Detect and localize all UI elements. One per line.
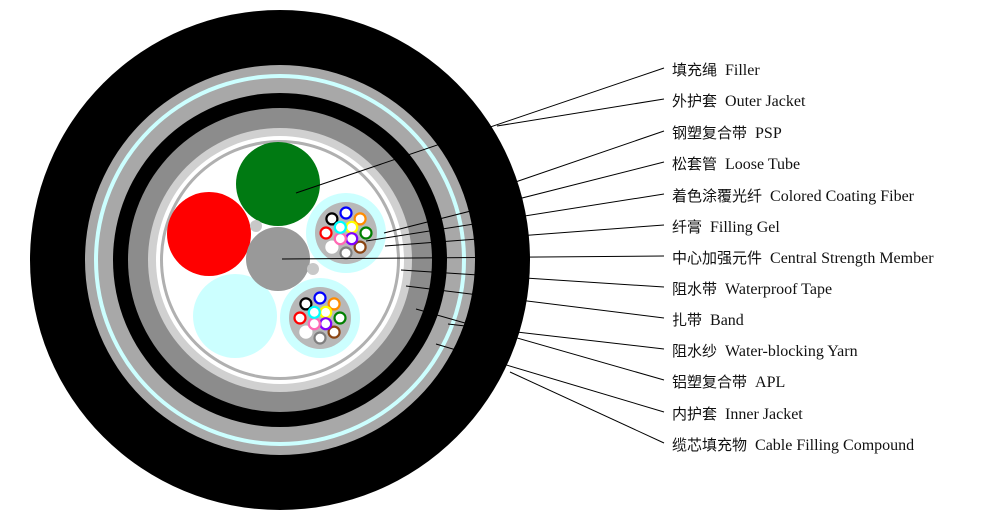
colored-fiber — [333, 232, 347, 246]
label-zh: 阻水纱 — [672, 342, 718, 360]
label-en: Water-blocking Yarn — [725, 343, 858, 360]
label-zh: 钢塑复合带 — [672, 124, 748, 142]
label-zh: 缆芯填充物 — [672, 436, 748, 454]
colored-fiber — [319, 317, 333, 331]
label-en: Central Strength Member — [770, 250, 934, 267]
loose-tube-lower — [280, 278, 360, 358]
leader-line-3 — [465, 130, 665, 200]
label-zh: 扎带 — [672, 311, 703, 329]
label-central-strength-member: 中心加强元件 Central Strength Member — [672, 249, 934, 268]
label-inner-jacket: 内护套 Inner Jacket — [672, 405, 803, 424]
colored-fiber — [327, 297, 341, 311]
label-en: Inner Jacket — [725, 406, 803, 423]
colored-fiber — [293, 311, 307, 325]
label-zh: 中心加强元件 — [672, 249, 763, 267]
colored-fiber — [325, 240, 339, 254]
leader-line-13 — [509, 371, 665, 444]
label-apl: 铝塑复合带 APL — [672, 373, 785, 392]
leader-line-7 — [281, 255, 665, 260]
loose-tubes — [280, 193, 386, 358]
loose-tube-upper — [306, 193, 386, 273]
label-zh: 纤膏 — [672, 218, 703, 236]
label-water-blocking-yarn: 阻水纱 Water-blocking Yarn — [672, 342, 858, 361]
label-colored-coating-fiber: 着色涂覆光纤 Colored Coating Fiber — [672, 187, 914, 206]
colored-fiber — [319, 226, 333, 240]
label-en: Waterproof Tape — [725, 281, 833, 298]
label-en: Outer Jacket — [725, 93, 806, 110]
colored-fiber — [353, 212, 367, 226]
label-en: PSP — [755, 125, 782, 142]
leader-line-4 — [383, 161, 665, 234]
leader-line-11 — [415, 308, 665, 381]
small-filler-right — [307, 263, 319, 275]
leader-lines — [281, 67, 665, 444]
small-filler-top — [250, 220, 262, 232]
label-en: Filler — [725, 62, 760, 79]
colored-fiber — [333, 220, 347, 234]
colored-fiber — [313, 331, 327, 345]
label-cable-filling-compound: 缆芯填充物 Cable Filling Compound — [672, 436, 914, 455]
colored-fiber — [339, 246, 353, 260]
label-zh: 铝塑复合带 — [672, 373, 748, 391]
central-strength-member — [246, 227, 310, 291]
colored-fiber — [319, 305, 333, 319]
leader-line-5 — [365, 193, 665, 242]
colored-fiber — [299, 297, 313, 311]
label-zh: 着色涂覆光纤 — [672, 187, 763, 205]
colored-fiber — [333, 311, 347, 325]
leader-line-12 — [435, 343, 665, 413]
filler-green — [236, 142, 320, 226]
label-zh: 外护套 — [672, 92, 718, 110]
label-en: Band — [710, 312, 744, 329]
colored-fiber — [359, 226, 373, 240]
core-elements — [167, 142, 320, 358]
filler-red — [167, 192, 251, 276]
colored-fiber — [299, 325, 313, 339]
colored-fiber — [325, 212, 339, 226]
label-filler: 填充绳 Filler — [672, 61, 760, 80]
leader-line-1 — [295, 67, 665, 194]
label-band: 扎带 Band — [672, 311, 744, 330]
label-zh: 阻水带 — [672, 280, 718, 298]
colored-fiber — [345, 220, 359, 234]
colored-fiber — [307, 317, 321, 331]
leader-line-8 — [400, 269, 665, 288]
colored-fiber — [339, 206, 353, 220]
colored-fiber — [313, 291, 327, 305]
label-en: Colored Coating Fiber — [770, 188, 914, 205]
label-zh: 松套管 — [672, 155, 718, 173]
label-filling-gel: 纤膏 Filling Gel — [672, 218, 780, 237]
label-en: APL — [755, 374, 786, 391]
label-loose-tube: 松套管 Loose Tube — [672, 155, 800, 174]
leader-line-6 — [384, 224, 665, 247]
label-psp: 钢塑复合带 PSP — [672, 124, 782, 143]
label-zh: 填充绳 — [672, 61, 718, 79]
label-en: Filling Gel — [710, 219, 780, 236]
leader-line-9 — [405, 285, 665, 319]
filler-cyan — [193, 274, 277, 358]
label-en: Loose Tube — [725, 156, 801, 173]
colored-fiber — [307, 305, 321, 319]
colored-fiber — [345, 232, 359, 246]
label-outer-jacket: 外护套 Outer Jacket — [672, 92, 805, 111]
label-zh: 内护套 — [672, 405, 718, 423]
leader-line-2 — [496, 98, 665, 127]
label-waterproof-tape: 阻水带 Waterproof Tape — [672, 280, 832, 299]
colored-fiber — [327, 325, 341, 339]
colored-fiber — [353, 240, 367, 254]
label-en: Cable Filling Compound — [755, 437, 915, 454]
